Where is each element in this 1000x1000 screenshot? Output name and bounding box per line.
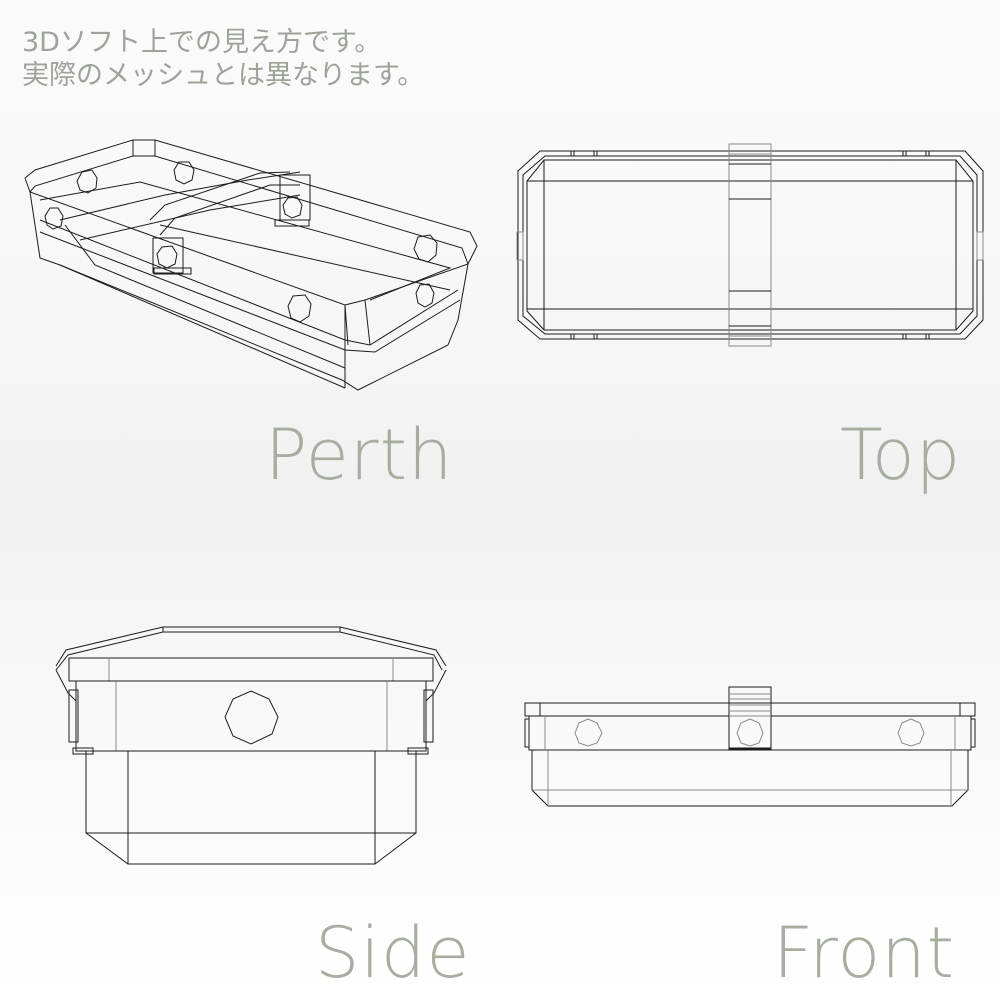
view-label-front: Front [773,912,956,994]
view-label-side: Side [315,912,471,994]
disclaimer-line-1: 3Dソフト上での見え方です。 [22,27,382,58]
box-front [524,686,976,807]
box-top [516,143,984,347]
disclaimer-line-2: 実際のメッシュとは異なります。 [22,60,425,91]
view-label-perspective: Perth [265,414,454,496]
box-perspective [24,139,478,391]
view-label-top: Top [840,414,962,496]
box-side [55,626,447,865]
